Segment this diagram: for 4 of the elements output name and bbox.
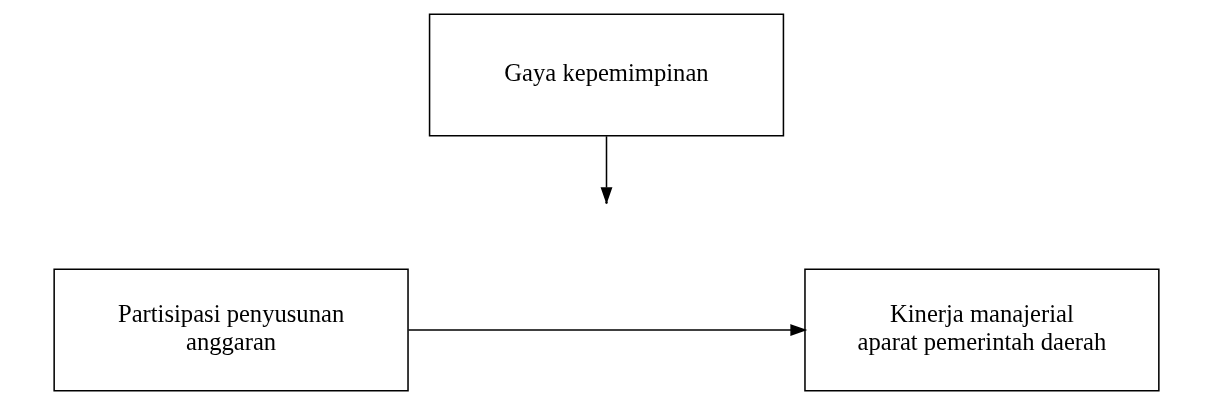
node-box: Gaya kepemimpinan	[428, 13, 784, 137]
node-box: Partisipasi penyusunan anggaran	[52, 268, 409, 392]
node-box: Kinerja manajerial aparat pemerintah daerah	[803, 268, 1160, 392]
arrow	[407, 324, 807, 336]
